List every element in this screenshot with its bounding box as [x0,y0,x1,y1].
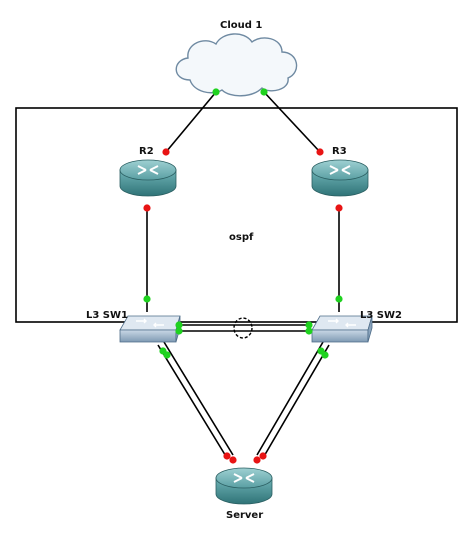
switch-sw2[interactable]: L3 SW2 [311,310,402,343]
router-r3[interactable]: R3 [311,146,369,197]
link-sw1-server-a[interactable] [157,344,228,459]
status-down-dot [335,204,343,212]
router-icon [215,467,273,505]
status-down-dot [162,148,170,156]
cloud-label: Cloud 1 [220,20,262,31]
area-label: ospf [229,232,254,243]
link-cloud-r2[interactable] [165,91,217,153]
router-icon [311,159,369,197]
status-up-dot [143,295,151,303]
status-down-dot [223,452,231,460]
router-icon [119,159,177,197]
layer3-switch-icon [119,315,181,343]
status-down-dot [316,148,324,156]
status-up-dot [163,351,171,359]
status-down-dot [259,452,267,460]
interface-status [143,88,343,464]
status-up-dot [335,295,343,303]
status-up-dot [212,88,220,96]
link-sw2-server-a[interactable] [256,341,324,456]
switch-sw1-label: L3 SW1 [86,310,128,321]
router-r3-label: R3 [332,146,347,157]
status-up-dot [321,351,329,359]
server-label: Server [226,510,263,521]
cloud-node[interactable]: Cloud 1 [175,20,298,97]
switch-sw1[interactable]: L3 SW1 [86,310,181,343]
status-down-dot [143,204,151,212]
status-up-dot [175,327,183,335]
link-sw2-server-b[interactable] [262,344,330,459]
server-node[interactable]: Server [215,467,273,521]
router-r2-label: R2 [139,146,154,157]
status-down-dot [253,456,261,464]
ospf-area-boundary [15,107,458,323]
switch-sw2-label: L3 SW2 [360,310,402,321]
cloud-icon [175,33,298,97]
link-cloud-r3[interactable] [263,91,321,153]
router-r2[interactable]: R2 [119,146,177,197]
status-up-dot [305,321,313,329]
link-sw1-server-b[interactable] [163,341,234,456]
status-up-dot [305,327,313,335]
port-channel-marker [233,317,253,339]
status-up-dot [260,88,268,96]
status-down-dot [229,456,237,464]
links [146,91,340,459]
layer3-switch-icon [311,315,373,343]
status-up-dot [175,321,183,329]
